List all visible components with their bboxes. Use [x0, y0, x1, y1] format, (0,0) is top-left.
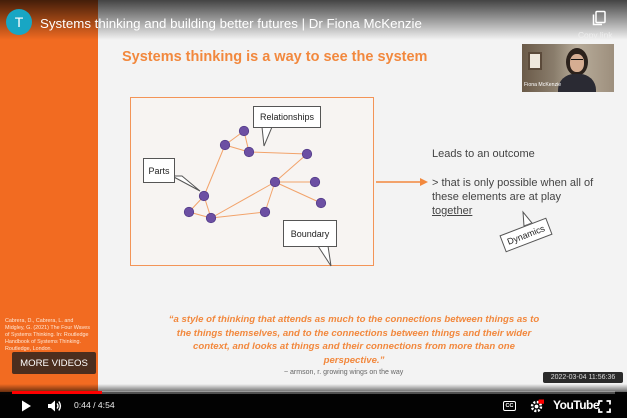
- outcome-text-body: > that is only possible when all of thes…: [432, 177, 594, 203]
- node: [309, 176, 321, 188]
- cc-icon[interactable]: CC: [503, 401, 516, 411]
- settings-button[interactable]: [527, 396, 545, 416]
- node: [301, 148, 313, 160]
- slide-accent-band: [0, 0, 98, 392]
- volume-icon: [48, 400, 62, 412]
- settings-icon: [530, 398, 544, 412]
- time-display: 0:44 / 4:54: [74, 400, 115, 410]
- slide-quote: “a style of thinking that attends as muc…: [168, 314, 540, 366]
- node: [183, 206, 195, 218]
- play-button[interactable]: [16, 396, 36, 416]
- copy-icon[interactable]: [591, 10, 607, 26]
- progress-played: [12, 391, 103, 394]
- video-title[interactable]: Systems thinking and building better fut…: [40, 16, 422, 31]
- webcam-name-label: Fiona McKenzie: [524, 82, 562, 88]
- callout-boundary: Boundary: [283, 220, 337, 247]
- play-icon: [22, 400, 31, 412]
- outcome-heading: Leads to an outcome: [432, 148, 535, 160]
- presenter-body: [558, 74, 596, 92]
- channel-avatar[interactable]: T: [6, 9, 32, 35]
- node: [198, 190, 210, 202]
- slide-title: Systems thinking is a way to see the sys…: [122, 49, 428, 65]
- node: [315, 197, 327, 209]
- presenter-glasses: [571, 59, 583, 62]
- node: [238, 125, 250, 137]
- presenter-webcam: Fiona McKenzie: [522, 44, 614, 92]
- fullscreen-button[interactable]: [595, 396, 613, 416]
- network-nodes: [183, 125, 327, 224]
- control-bar: [0, 384, 627, 418]
- wall-picture: [528, 52, 542, 70]
- node: [205, 212, 217, 224]
- slide: Systems thinking is a way to see the sys…: [0, 0, 627, 392]
- outcome-text: > that is only possible when all of thes…: [432, 176, 620, 218]
- quote-attribution: ~ armson, r. growing wings on the way: [284, 369, 404, 376]
- network-edges: [188, 130, 322, 219]
- fullscreen-icon: [597, 399, 611, 413]
- node: [219, 139, 231, 151]
- top-overlay: [0, 0, 627, 40]
- youtube-logo[interactable]: YouTube: [553, 398, 600, 412]
- slide-reference: Cabrera, D., Cabrera, L. and Midgley, G.…: [5, 318, 90, 352]
- outcome-arrow: [376, 178, 428, 186]
- callout-parts: Parts: [143, 158, 175, 183]
- volume-button[interactable]: [44, 396, 66, 416]
- system-network-diagram: [171, 125, 533, 267]
- outcome-text-emphasis: together: [432, 205, 473, 217]
- copy-link-label[interactable]: Copy link: [578, 30, 613, 40]
- duration: 4:54: [97, 400, 115, 410]
- time-separator: /: [90, 400, 98, 410]
- progress-bar[interactable]: [12, 391, 615, 394]
- more-videos-button[interactable]: MORE VIDEOS: [12, 352, 96, 374]
- callout-tails: [171, 126, 332, 267]
- node: [243, 146, 255, 158]
- presenter-face: [570, 54, 584, 72]
- callout-relationships: Relationships: [253, 106, 321, 128]
- current-time: 0:44: [74, 400, 91, 410]
- recording-timestamp: 2022-03-04 11:56:36: [543, 372, 623, 383]
- node: [259, 206, 271, 218]
- node: [269, 176, 281, 188]
